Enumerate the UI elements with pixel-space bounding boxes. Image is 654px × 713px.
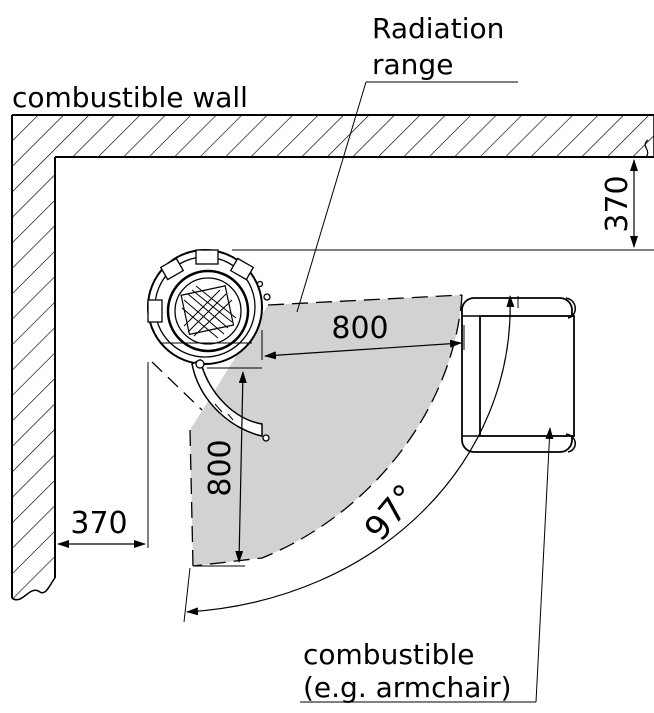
combustible-wall-label: combustible wall: [12, 81, 248, 114]
combustible-armchair-label-line1: combustible: [303, 638, 474, 671]
radiation-horizontal-value: 800: [331, 311, 388, 346]
dimension-top-clearance: 370: [600, 159, 638, 248]
top-clearance-value: 370: [600, 175, 635, 232]
dimension-side-clearance: 370: [57, 506, 146, 548]
armchair: [461, 297, 576, 453]
leader-lines: [296, 81, 554, 703]
radiation-range-label-line2: range: [372, 48, 453, 81]
radiation-vertical-value: 800: [203, 439, 238, 496]
combustible-wall: [11, 114, 654, 601]
side-clearance-value: 370: [70, 506, 127, 541]
radiation-range-label-line1: Radiation: [372, 12, 504, 45]
combustible-armchair-label-line2: (e.g. armchair): [303, 671, 512, 704]
